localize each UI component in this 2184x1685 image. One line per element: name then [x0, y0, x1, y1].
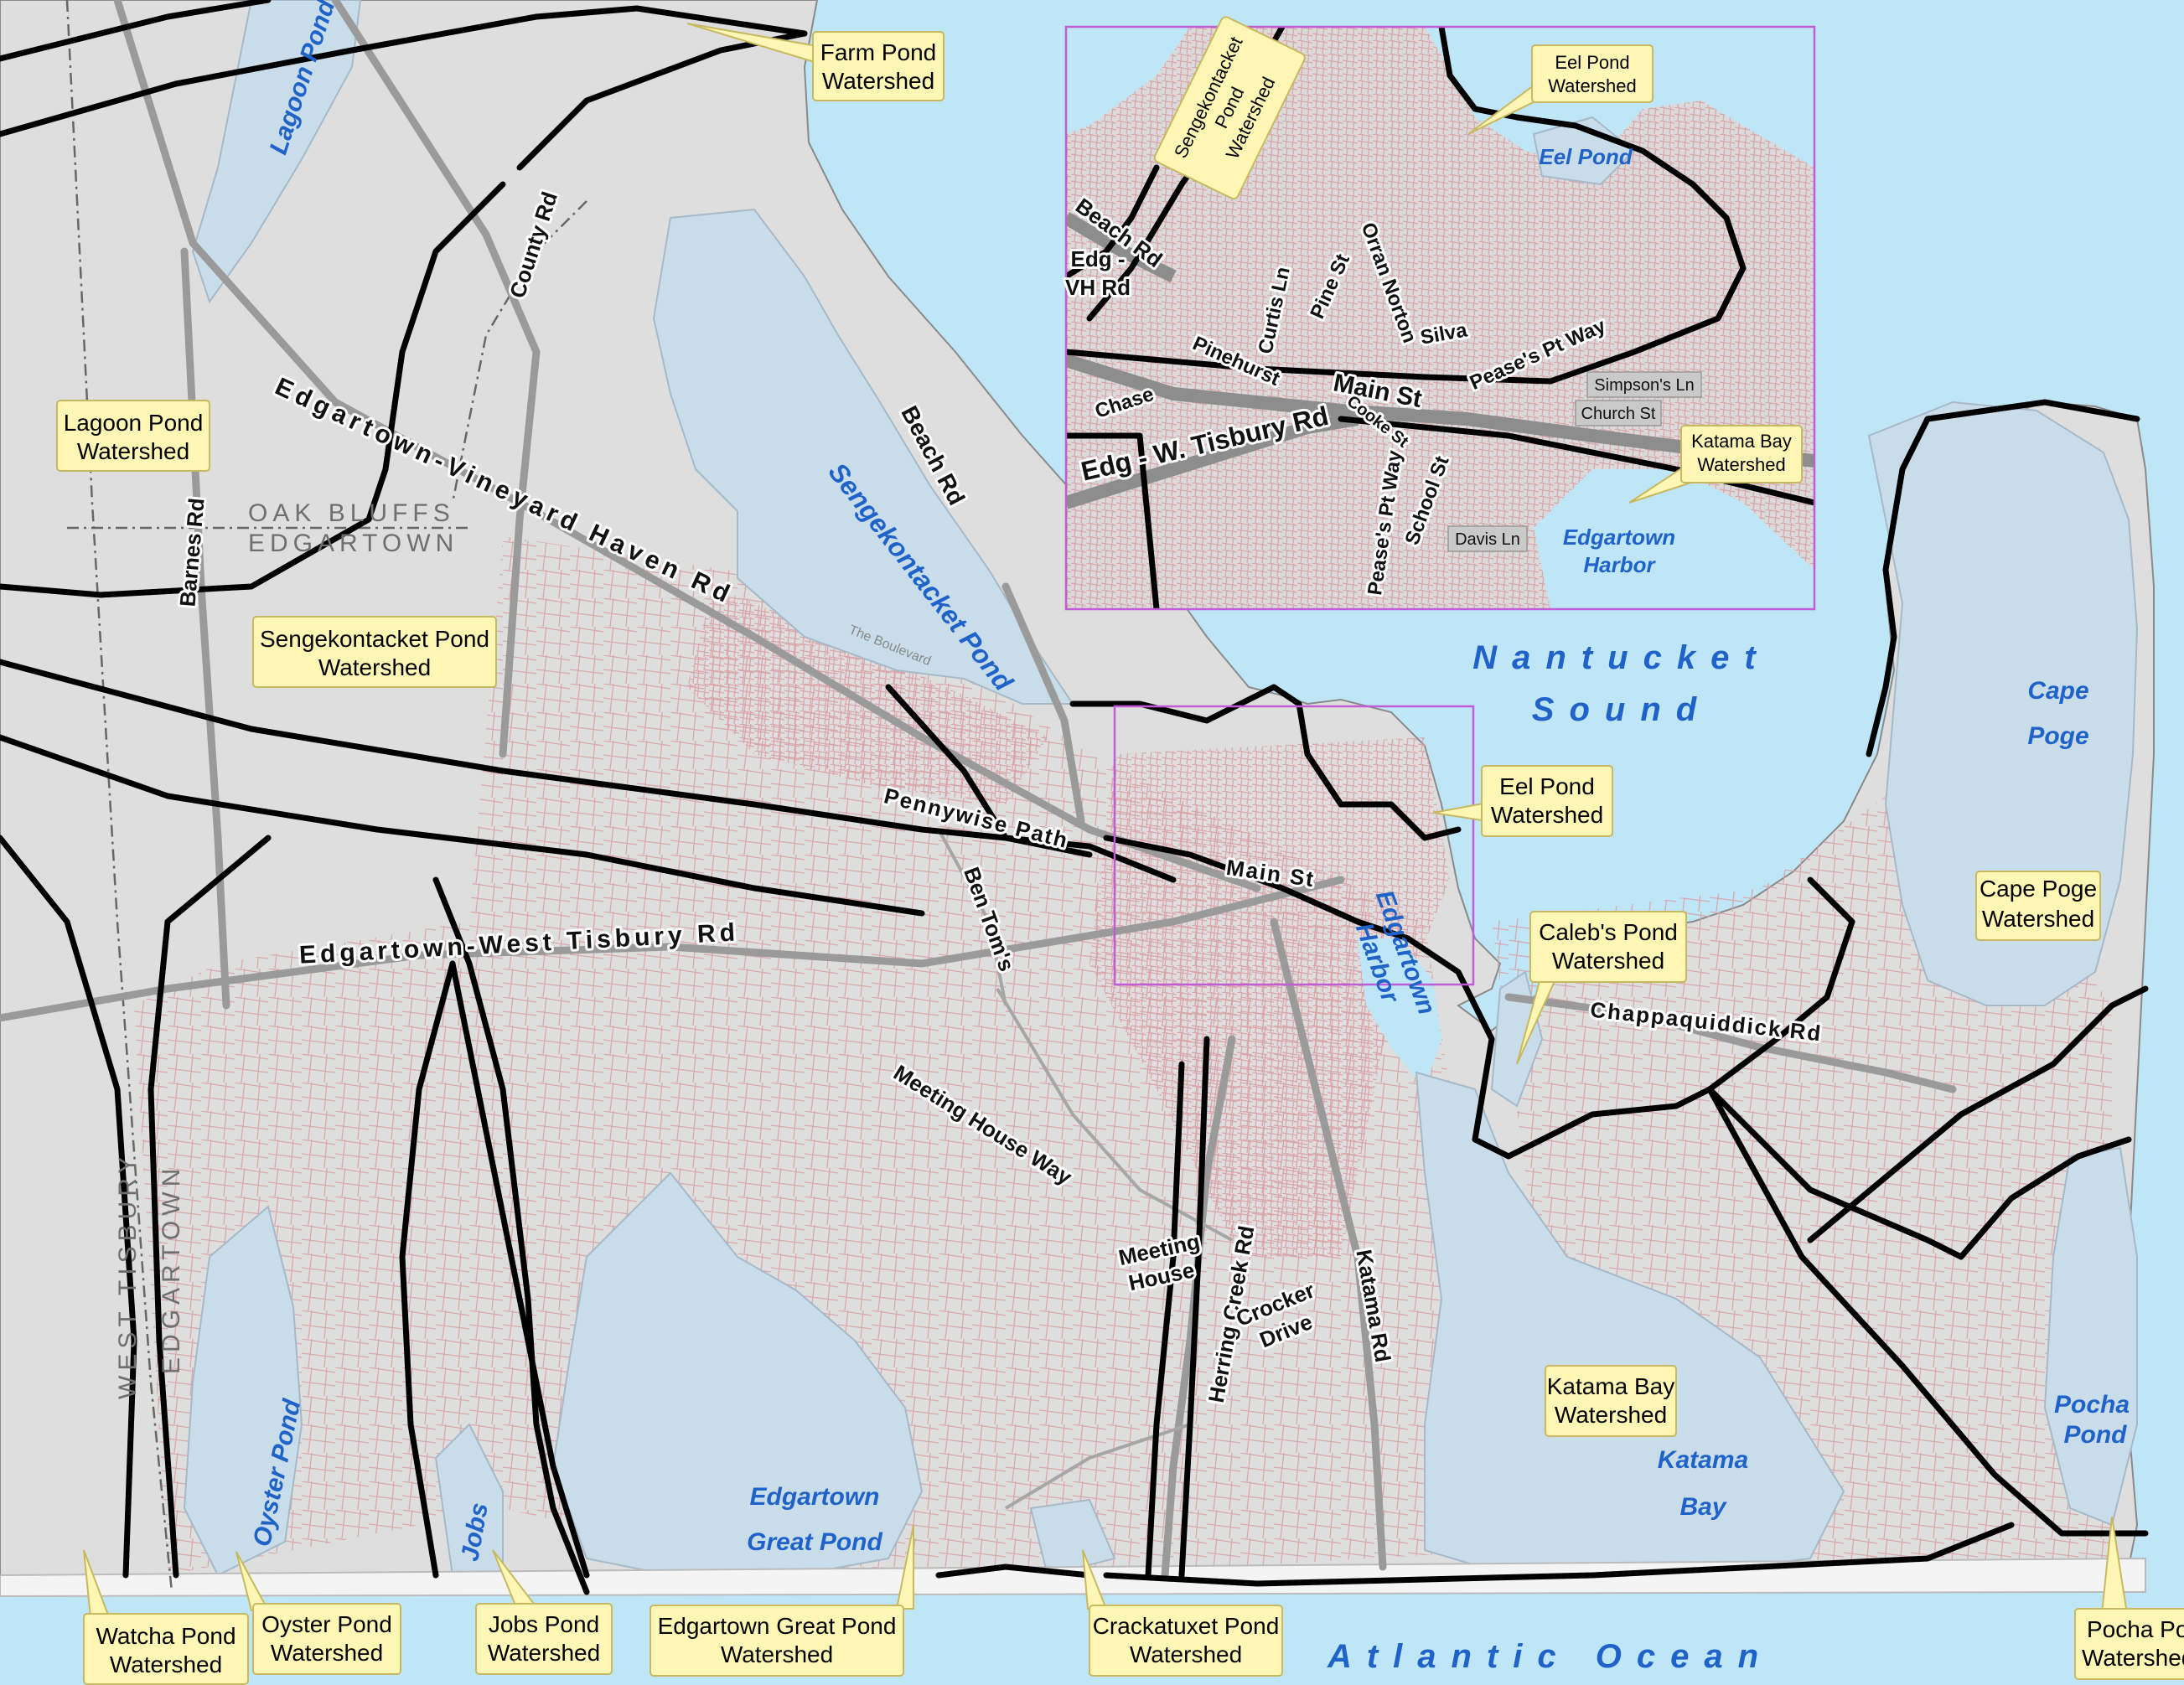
- town-line-2: [451, 200, 587, 504]
- calebs-pond-watershed-label: Caleb's Pond Watershed: [1516, 911, 1687, 1065]
- svg-text:Edg -: Edg -: [1071, 246, 1126, 271]
- svg-text:Watershed: Watershed: [2082, 1645, 2184, 1671]
- inset-davis-ln-tag: Davis Ln: [1447, 525, 1528, 552]
- pocha-pond-watershed-label: Pocha Pond Watershed: [2074, 1516, 2184, 1680]
- svg-text:Watershed: Watershed: [1552, 948, 1664, 974]
- inset-harbor-label: Harbor: [1583, 552, 1656, 577]
- svg-text:Watershed: Watershed: [110, 1651, 222, 1677]
- farm-pond-watershed-label: Farm Pond Watershed: [686, 23, 945, 101]
- inset-eel-pond-watershed-label: Eel Pond Watershed: [1467, 44, 1654, 135]
- eel-pond-watershed-label: Eel Pond Watershed: [1432, 765, 1613, 837]
- bay-label: Bay: [1679, 1493, 1726, 1521]
- edgartown-great-pond-watershed-label: Edgartown Great Pond Watershed: [650, 1524, 914, 1677]
- svg-text:Watershed: Watershed: [1130, 1641, 1242, 1667]
- svg-text:Watershed: Watershed: [1555, 1402, 1667, 1428]
- watcha-pond-watershed-label: Watcha Pond Watershed: [83, 1549, 249, 1685]
- watershed-boundaries: [0, 0, 2149, 1595]
- lagoon-pond-watershed-label: Lagoon Pond Watershed: [56, 400, 210, 472]
- svg-text:Cape Poge: Cape Poge: [1980, 876, 2097, 902]
- edgartown-great-pond-label-2: Great Pond: [747, 1528, 882, 1556]
- pocha-label: Pocha: [2054, 1391, 2130, 1419]
- svg-text:Watcha Pond: Watcha Pond: [96, 1623, 235, 1649]
- svg-text:Watershed: Watershed: [318, 654, 431, 680]
- road-beach: [1001, 582, 1085, 825]
- inset-katama-bay-watershed-label: Katama Bay Watershed: [1628, 425, 1803, 504]
- road-ev-haven: [113, 0, 1261, 892]
- svg-text:Watershed: Watershed: [77, 438, 189, 464]
- crackatuxet-pond: [1029, 1498, 1116, 1577]
- svg-text:Watershed: Watershed: [1982, 906, 2094, 932]
- svg-text:Katama Bay: Katama Bay: [1691, 431, 1792, 452]
- oyster-pond-watershed-label: Oyster Pond Watershed: [235, 1551, 401, 1675]
- inset-church-st-tag: Church St: [1575, 400, 1662, 426]
- katama-label: Katama: [1658, 1446, 1748, 1474]
- sengekontacket-watershed-label: Sengekontacket Pond Watershed: [252, 616, 497, 688]
- svg-text:Davis Ln: Davis Ln: [1455, 530, 1520, 549]
- cape-label: Cape: [2027, 677, 2088, 705]
- svg-text:Watershed: Watershed: [721, 1641, 833, 1667]
- jobs-pond-watershed-label: Jobs Pond Watershed: [475, 1549, 613, 1675]
- inset-edg-vh-rd-label: Edg - VH Rd: [1063, 244, 1133, 302]
- svg-text:Watershed: Watershed: [822, 68, 934, 94]
- svg-text:Simpson's Ln: Simpson's Ln: [1594, 376, 1694, 395]
- jobs-pond: [434, 1423, 504, 1576]
- inset-eel-pond-label: Eel Pond: [1539, 144, 1633, 169]
- inset-simpsons-ln-tag: Simpson's Ln: [1586, 371, 1702, 398]
- nantucket-label: Nantucket: [1472, 639, 1770, 676]
- poge-label: Poge: [2027, 722, 2088, 750]
- svg-text:Farm Pond: Farm Pond: [820, 39, 937, 65]
- sengekontacket-pond: [652, 208, 1074, 705]
- svg-text:Watershed: Watershed: [1697, 454, 1786, 475]
- svg-text:Watershed: Watershed: [1491, 802, 1603, 828]
- calebs-pond: [1490, 970, 1544, 1108]
- atlantic-ocean-label: Atlantic Ocean: [1327, 1638, 1773, 1675]
- road-ewt: [0, 876, 1345, 1022]
- svg-text:Watershed: Watershed: [271, 1640, 383, 1666]
- inset-frame: [1064, 25, 1816, 611]
- road-katama: [1270, 917, 1387, 1571]
- west-tisbury-label: WEST TISBURY: [114, 1152, 142, 1399]
- svg-text:Watershed: Watershed: [1548, 75, 1637, 96]
- svg-text:Eel Pond: Eel Pond: [1555, 52, 1629, 73]
- katama-bay-watershed-label: Katama Bay Watershed: [1545, 1365, 1677, 1437]
- road-county: [331, 0, 541, 758]
- main-inset-frame: [1113, 705, 1475, 986]
- svg-text:Watershed: Watershed: [488, 1640, 600, 1666]
- cape-poge-watershed-label: Cape Poge Watershed: [1975, 871, 2101, 941]
- svg-text:Sengekontacket Pond: Sengekontacket Pond: [260, 626, 489, 652]
- svg-text:Jobs Pond: Jobs Pond: [489, 1611, 599, 1637]
- svg-text:Edgartown Great Pond: Edgartown Great Pond: [658, 1613, 897, 1639]
- oak-bluffs-label: OAK BLUFFS: [248, 499, 455, 527]
- svg-text:Pocha Pond: Pocha Pond: [2087, 1616, 2184, 1642]
- road-thin-1: [996, 987, 1233, 1242]
- road-chappy: [1504, 993, 1957, 1093]
- edgartown-label-north: EDGARTOWN: [248, 530, 458, 557]
- svg-text:Eel Pond: Eel Pond: [1499, 773, 1595, 799]
- road-herring-creek: [1161, 1035, 1236, 1579]
- crackatuxet-pond-watershed-label: Crackatuxet Pond Watershed: [1082, 1549, 1283, 1677]
- south-beach: [0, 1557, 2146, 1598]
- pond-label: Pond: [2064, 1421, 2128, 1449]
- svg-text:Katama Bay: Katama Bay: [1547, 1373, 1675, 1399]
- svg-text:Crackatuxet Pond: Crackatuxet Pond: [1093, 1613, 1280, 1639]
- oyster-pond: [183, 1205, 303, 1577]
- edgartown-great-pond-label-1: Edgartown: [750, 1483, 880, 1511]
- road-thin-2: [937, 829, 1007, 1006]
- parcel-texture-dense: [687, 587, 1048, 804]
- svg-text:Lagoon Pond: Lagoon Pond: [64, 410, 204, 436]
- katama-bay: [1415, 1071, 1845, 1576]
- svg-text:VH Rd: VH Rd: [1065, 275, 1131, 300]
- cape-poge-pond: [1867, 401, 2139, 1006]
- edgartown-harbor: [1358, 938, 1441, 1089]
- svg-text:Oyster Pond: Oyster Pond: [261, 1611, 392, 1637]
- svg-text:Caleb's Pond: Caleb's Pond: [1539, 919, 1678, 945]
- sound-label: Sound: [1532, 691, 1711, 728]
- inset-edgartown-label: Edgartown: [1563, 525, 1675, 550]
- edgartown-label-west: EDGARTOWN: [158, 1164, 185, 1374]
- svg-text:Church St: Church St: [1581, 405, 1656, 423]
